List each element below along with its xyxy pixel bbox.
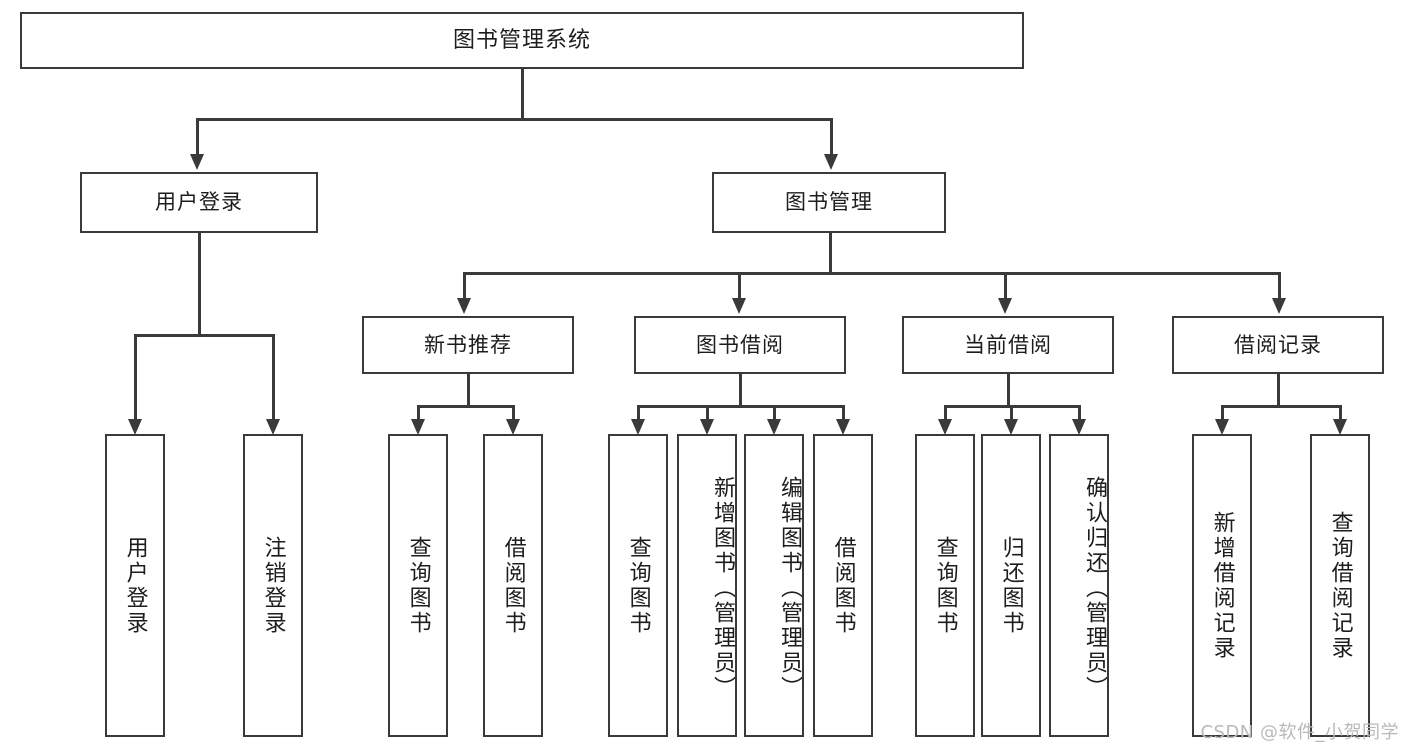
node-user-login[interactable]: 用户登录 bbox=[80, 172, 318, 233]
connector-drop-book-borrow bbox=[738, 272, 741, 298]
arrowhead-leaf-logout bbox=[266, 419, 280, 435]
arrowhead-current-borrow bbox=[998, 298, 1012, 314]
arrowhead-nb-1 bbox=[411, 419, 425, 435]
connector-book-borrow-bus bbox=[637, 405, 842, 408]
arrowhead-bb-1 bbox=[631, 419, 645, 435]
node-label: 图书管理 bbox=[785, 190, 873, 215]
connector-user-login-bus bbox=[134, 334, 272, 337]
connector-drop-cb-3 bbox=[1078, 405, 1081, 419]
connector-drop-new-book bbox=[463, 272, 466, 298]
arrowhead-cb-1 bbox=[938, 419, 952, 435]
node-label: 当前借阅 bbox=[964, 332, 1052, 357]
node-label: 图书管理系统 bbox=[452, 27, 591, 53]
node-new-book-recommend[interactable]: 新书推荐 bbox=[362, 316, 574, 374]
node-label: 新增借阅记录 bbox=[1209, 510, 1235, 661]
leaf-user-login[interactable]: 用户登录 bbox=[105, 434, 165, 737]
connector-book-manage-stem bbox=[829, 233, 832, 272]
node-label: 新书推荐 bbox=[424, 332, 512, 357]
node-label: 用户登录 bbox=[122, 535, 148, 636]
connector-drop-br-1 bbox=[1221, 405, 1224, 419]
connector-book-borrow-stem bbox=[739, 374, 742, 405]
node-label: 查询图书 bbox=[625, 535, 651, 636]
connector-user-login-stem bbox=[198, 233, 201, 334]
connector-root-bus bbox=[196, 118, 832, 121]
connector-drop-bb-1 bbox=[637, 405, 640, 419]
node-label: 借阅记录 bbox=[1234, 332, 1322, 357]
leaf-br-add-record[interactable]: 新增借阅记录 bbox=[1192, 434, 1252, 737]
arrowhead-cb-3 bbox=[1072, 419, 1086, 435]
node-root-system[interactable]: 图书管理系统 bbox=[20, 12, 1024, 69]
node-label: 查询图书 bbox=[405, 535, 431, 636]
leaf-bb-borrow-book[interactable]: 借阅图书 bbox=[813, 434, 873, 737]
connector-root-stem bbox=[521, 69, 524, 119]
node-label: 注销登录 bbox=[260, 535, 286, 636]
connector-new-book-stem bbox=[467, 374, 470, 405]
leaf-cb-confirm-return-admin[interactable]: 确认归还（管理员） bbox=[1049, 434, 1109, 737]
arrowhead-borrow-record bbox=[1272, 298, 1286, 314]
leaf-br-query-record[interactable]: 查询借阅记录 bbox=[1310, 434, 1370, 737]
node-label: 新增图书（管理员） bbox=[710, 476, 735, 701]
connector-drop-leaf-user-login bbox=[134, 334, 137, 419]
connector-borrow-record-bus bbox=[1221, 405, 1339, 408]
arrowhead-bb-3 bbox=[767, 419, 781, 435]
node-current-borrow[interactable]: 当前借阅 bbox=[902, 316, 1114, 374]
node-book-management[interactable]: 图书管理 bbox=[712, 172, 946, 233]
connector-drop-book-manage bbox=[830, 118, 833, 154]
connector-drop-leaf-logout bbox=[272, 334, 275, 419]
node-label: 查询图书 bbox=[932, 535, 958, 636]
connector-current-borrow-stem bbox=[1007, 374, 1010, 405]
node-borrow-record[interactable]: 借阅记录 bbox=[1172, 316, 1384, 374]
connector-drop-bb-4 bbox=[842, 405, 845, 419]
connector-drop-bb-2 bbox=[706, 405, 709, 419]
arrowhead-new-book bbox=[457, 298, 471, 314]
arrowhead-br-1 bbox=[1215, 419, 1229, 435]
node-label: 编辑图书（管理员） bbox=[777, 476, 802, 701]
node-label: 借阅图书 bbox=[830, 535, 856, 636]
arrowhead-bb-2 bbox=[700, 419, 714, 435]
connector-drop-cb-1 bbox=[944, 405, 947, 419]
leaf-bb-add-book-admin[interactable]: 新增图书（管理员） bbox=[677, 434, 737, 737]
connector-drop-nb-2 bbox=[512, 405, 515, 419]
node-label: 借阅图书 bbox=[500, 535, 526, 636]
connector-drop-cb-2 bbox=[1010, 405, 1013, 419]
node-label: 查询借阅记录 bbox=[1327, 510, 1353, 661]
connector-drop-borrow-record bbox=[1278, 272, 1281, 298]
node-book-borrow[interactable]: 图书借阅 bbox=[634, 316, 846, 374]
node-label: 图书借阅 bbox=[696, 332, 784, 357]
arrowhead-bb-4 bbox=[836, 419, 850, 435]
connector-new-book-bus bbox=[417, 405, 512, 408]
csdn-watermark: CSDN @软件_小贺同学 bbox=[1200, 722, 1399, 743]
connector-drop-user-login bbox=[196, 118, 199, 154]
arrowhead-br-2 bbox=[1333, 419, 1347, 435]
leaf-logout[interactable]: 注销登录 bbox=[243, 434, 303, 737]
arrowhead-book-manage bbox=[824, 154, 838, 170]
leaf-nb-borrow-book[interactable]: 借阅图书 bbox=[483, 434, 543, 737]
connector-drop-nb-1 bbox=[417, 405, 420, 419]
leaf-bb-edit-book-admin[interactable]: 编辑图书（管理员） bbox=[744, 434, 804, 737]
arrowhead-book-borrow bbox=[732, 298, 746, 314]
arrowhead-leaf-user-login bbox=[128, 419, 142, 435]
connector-book-manage-bus bbox=[463, 272, 1278, 275]
arrowhead-cb-2 bbox=[1004, 419, 1018, 435]
leaf-cb-return-book[interactable]: 归还图书 bbox=[981, 434, 1041, 737]
leaf-bb-query-book[interactable]: 查询图书 bbox=[608, 434, 668, 737]
connector-drop-bb-3 bbox=[773, 405, 776, 419]
node-label: 用户登录 bbox=[155, 190, 243, 215]
connector-borrow-record-stem bbox=[1277, 374, 1280, 405]
arrowhead-nb-2 bbox=[506, 419, 520, 435]
node-label: 归还图书 bbox=[998, 535, 1024, 636]
arrowhead-user-login bbox=[190, 154, 204, 170]
leaf-cb-query-book[interactable]: 查询图书 bbox=[915, 434, 975, 737]
connector-drop-br-2 bbox=[1339, 405, 1342, 419]
node-label: 确认归还（管理员） bbox=[1082, 476, 1107, 701]
connector-drop-current-borrow bbox=[1004, 272, 1007, 298]
leaf-nb-query-book[interactable]: 查询图书 bbox=[388, 434, 448, 737]
